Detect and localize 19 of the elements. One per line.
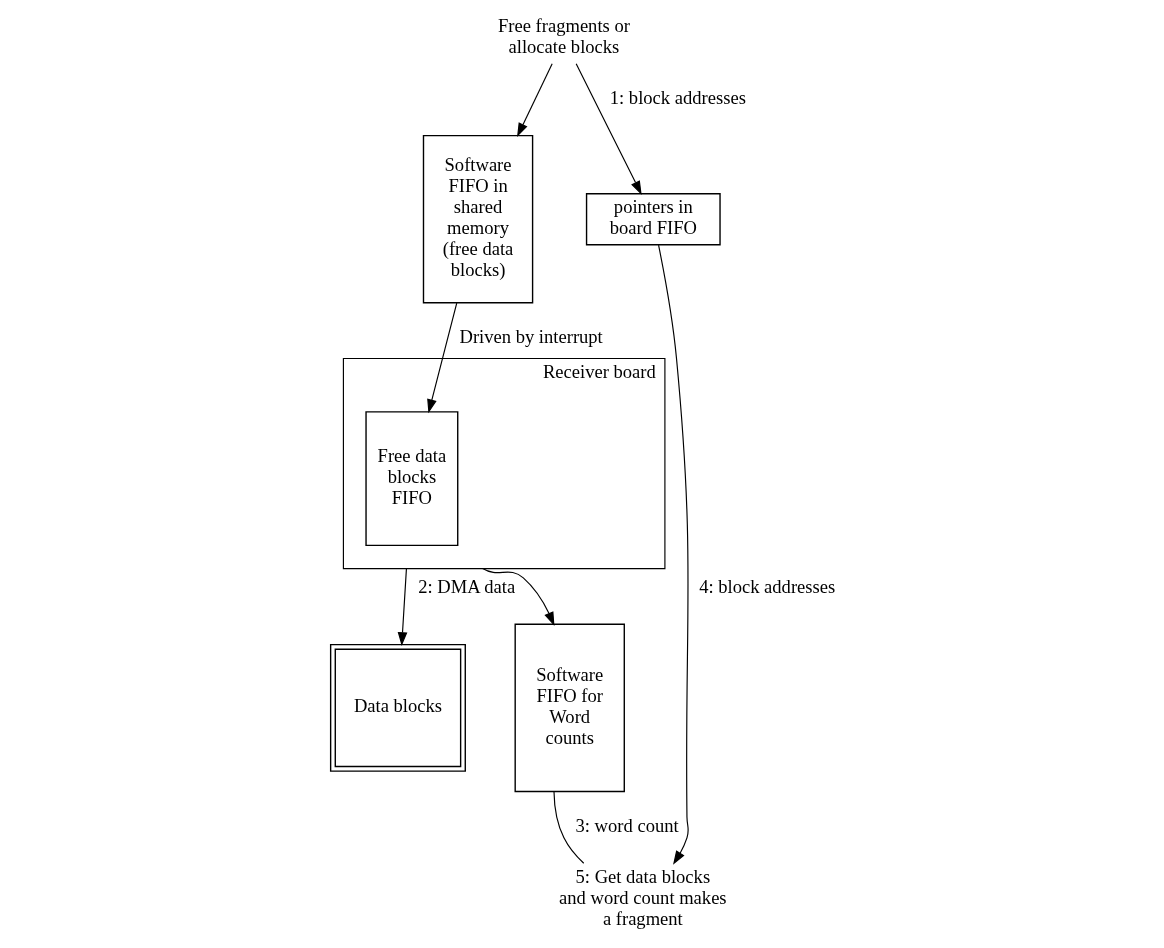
edge-label: 4: block addresses (698, 575, 835, 597)
arrow (657, 244, 689, 865)
connector (552, 791, 584, 864)
node-box: Software FIFO in shared memory (free data blocks) (422, 135, 533, 304)
arrow (575, 63, 642, 195)
arrow (516, 63, 553, 137)
edge-label: 3: word count (575, 814, 679, 836)
edge-label: 2: DMA data (417, 575, 515, 597)
edge-label: Driven by interrupt (458, 326, 603, 348)
node-box: Data blocks (329, 643, 466, 772)
arrow (397, 568, 407, 647)
node-box: Software FIFO for Word counts (514, 623, 625, 793)
node-box: pointers in board FIFO (585, 193, 721, 246)
arrow (481, 568, 554, 626)
node-text: 5: Get data blocks and word count makes a fragment (558, 865, 727, 929)
node-text: Free fragments or allocate blocks (497, 15, 630, 58)
arrow (426, 302, 457, 414)
node-box: Free data blocks FIFO (364, 411, 458, 547)
edge-label: 1: block addresses (609, 87, 746, 109)
